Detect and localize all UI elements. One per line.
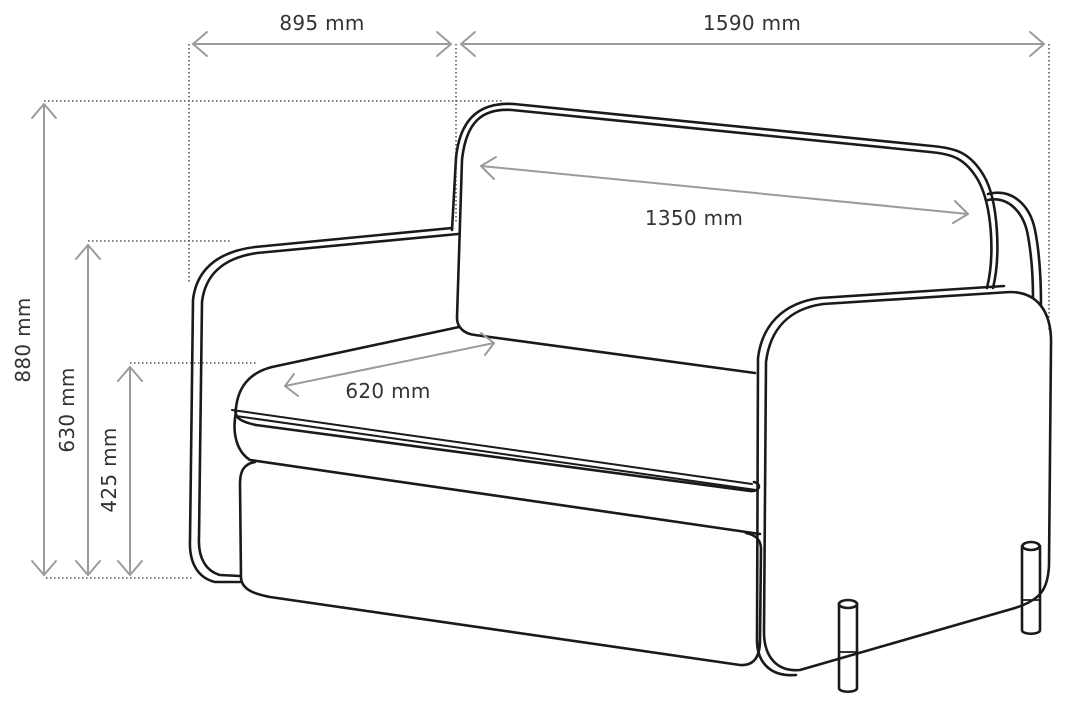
height-arrow — [31, 103, 57, 576]
seat-depth-arrow — [284, 332, 495, 397]
depth-label: 895 mm — [279, 11, 364, 35]
backrest-width-label: 1350 mm — [645, 206, 743, 230]
armrest-height-label: 630 mm — [55, 367, 79, 452]
sofa-base — [238, 460, 763, 667]
right-back-arm-inner — [986, 198, 1035, 300]
back-leg — [1020, 540, 1042, 636]
dimension-arrows — [31, 31, 1045, 576]
armrest-height-arrow — [75, 244, 101, 576]
depth-arrow — [192, 31, 452, 57]
sofa-drawing — [188, 102, 1053, 694]
left-arm — [188, 226, 454, 584]
seat-height-arrow — [117, 366, 143, 576]
backrest-width-arrow — [480, 156, 969, 224]
width-label: 1590 mm — [703, 11, 801, 35]
backrest-outline — [450, 102, 999, 290]
backrest-cushion — [455, 108, 993, 375]
seat-piping — [231, 409, 757, 491]
seat-cushion-front — [233, 410, 762, 536]
right-back-arm — [986, 191, 1043, 307]
seat-height-label: 425 mm — [97, 427, 121, 512]
left-arm-inner — [197, 232, 460, 578]
extension-lines — [44, 44, 1050, 579]
seat-depth-label: 620 mm — [345, 379, 430, 403]
front-leg — [837, 598, 859, 694]
right-arm-inner — [755, 284, 1006, 677]
right-arm — [762, 290, 1053, 672]
seat-cushion — [234, 325, 761, 493]
dimension-labels: 895 mm 1590 mm 1350 mm 620 mm 880 mm 630… — [11, 11, 801, 513]
height-label: 880 mm — [11, 297, 35, 382]
width-arrow — [460, 31, 1045, 57]
